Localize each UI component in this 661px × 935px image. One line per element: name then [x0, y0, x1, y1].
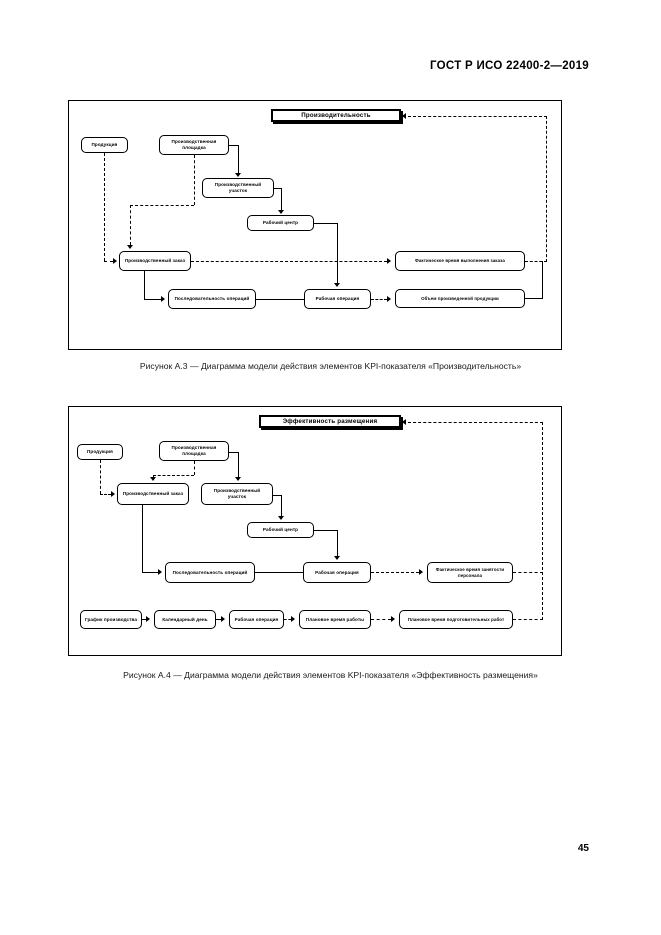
node-production-order: Производственный заказ — [119, 251, 191, 271]
connector-product-order-h — [100, 494, 111, 495]
connector-seq-op-h — [255, 572, 303, 573]
node-work-operation-bottom: Рабочая операция — [229, 610, 284, 629]
arrow-day-op — [221, 616, 225, 622]
connector-order-seq-v — [142, 505, 143, 572]
connector-seq-op-h — [256, 299, 304, 300]
connector-site-area-h — [229, 452, 238, 453]
connector-order-seq-v — [144, 271, 145, 299]
connector-product-order-v — [104, 153, 105, 261]
connector-wc-op-h — [314, 223, 338, 224]
node-production-area: Производственный участок — [201, 483, 273, 505]
connector-wc-op-h — [314, 530, 338, 531]
connector-product-order-h — [104, 261, 113, 262]
figure-a3-caption: Рисунок А.3 — Диаграмма модели действия … — [139, 361, 522, 371]
node-actual-order-time: Фактическое время выполнения заказа — [395, 251, 525, 271]
arrow-area-wc — [278, 516, 284, 520]
node-calendar-day: Календарный день — [154, 610, 216, 629]
connector-sched-day-h — [142, 619, 146, 620]
node-production-site: Производственная площадка — [159, 441, 229, 461]
connector-bus-time-h — [525, 261, 547, 262]
node-operation-sequence: Последовательность операций — [165, 562, 255, 583]
arrow-site-order — [127, 245, 133, 249]
arrow-order-seq — [161, 296, 165, 302]
arrow-product-order — [113, 258, 117, 264]
connector-site-area-h — [229, 145, 238, 146]
arrow-site-order — [150, 477, 156, 481]
arrow-bus-title — [402, 419, 406, 425]
page-number: 45 — [577, 843, 589, 854]
arrow-op-volume — [387, 296, 391, 302]
connector-wc-op-v — [337, 530, 338, 557]
arrow-wc-op — [334, 283, 340, 287]
arrow-order-time — [387, 258, 391, 264]
figure-a3-frame: Производительность Продукция Производств… — [68, 100, 562, 350]
connector-bus-setup-h — [513, 619, 543, 620]
connector-op-personnel-h — [371, 572, 419, 573]
arrow-area-wc — [278, 210, 284, 214]
figure-a4-caption: Рисунок А.4 — Диаграмма модели действия … — [123, 670, 538, 680]
connector-order-seq-h — [142, 572, 158, 573]
arrow-product-order — [111, 491, 115, 497]
connector-site-area-v — [238, 145, 239, 174]
arrow-wc-op — [334, 556, 340, 560]
arrow-bus-title — [402, 113, 406, 119]
node-production-site: Производственная площадка — [159, 135, 229, 155]
connector-site-order-v1 — [194, 461, 195, 475]
connector-order-seq-h — [144, 299, 161, 300]
figure-a4-frame: Эффективность размещения Продукция Произ… — [68, 406, 562, 656]
connector-bus-v — [542, 422, 543, 620]
arrow-site-area — [235, 477, 241, 481]
node-production-schedule: График производства — [80, 610, 142, 629]
connector-bus-to-title-h — [408, 116, 547, 117]
connector-bus-volume-h — [525, 298, 543, 299]
connector-area-wc-h — [274, 188, 281, 189]
connector-site-order-v1 — [194, 155, 195, 205]
connector-product-order-v — [100, 460, 101, 494]
document-header: ГОСТ Р ИСО 22400-2—2019 — [429, 60, 589, 72]
node-planned-setup-time: Плановое время подготовительных работ — [399, 610, 513, 629]
node-produced-volume: Объем произведенной продукции — [395, 289, 525, 308]
node-product: Продукция — [81, 137, 128, 153]
node-placement-efficiency-title: Эффективность размещения — [259, 415, 401, 428]
node-work-operation: Рабочая операция — [303, 562, 371, 583]
connector-op-volume-h — [371, 299, 387, 300]
node-production-area: Производственный участок — [202, 178, 274, 198]
node-actual-personnel-time: Фактическое время занятости персонала — [427, 562, 513, 583]
arrow-order-seq — [158, 569, 162, 575]
arrow-op-planned — [291, 616, 295, 622]
arrow-op-personnel — [419, 569, 423, 575]
connector-planned-setup-h — [371, 619, 391, 620]
node-planned-work-time: Плановое время работы — [299, 610, 371, 629]
node-productivity-title: Производительность — [271, 109, 401, 122]
connector-bus-personnel-h — [513, 572, 543, 573]
connector-day-op-h — [216, 619, 221, 620]
connector-area-wc-v — [281, 495, 282, 517]
connector-bus-to-title-h — [408, 422, 543, 423]
connector-area-wc-h — [273, 495, 281, 496]
node-work-operation: Рабочая операция — [304, 289, 371, 309]
node-product: Продукция — [77, 444, 123, 460]
figure-a3-diagram: Производительность Продукция Производств… — [69, 101, 561, 349]
node-work-center: Рабочий центр — [247, 522, 314, 538]
figure-a4-diagram: Эффективность размещения Продукция Произ… — [69, 407, 561, 655]
connector-bus-v-upper — [546, 116, 547, 262]
node-operation-sequence: Последовательность операций — [168, 289, 256, 309]
connector-site-order-h — [130, 205, 194, 206]
connector-site-area-v — [238, 452, 239, 478]
connector-op-planned-h — [284, 619, 291, 620]
connector-site-order-h — [153, 475, 194, 476]
connector-order-time-h — [191, 261, 387, 262]
connector-wc-op-v — [337, 223, 338, 283]
arrow-sched-day — [146, 616, 150, 622]
node-production-order: Производственный заказ — [117, 483, 189, 505]
connector-site-order-v2 — [130, 205, 131, 245]
node-work-center: Рабочий центр — [247, 215, 314, 231]
connector-bus-v-lower — [542, 261, 543, 299]
connector-area-wc-v — [281, 188, 282, 210]
arrow-planned-setup — [391, 616, 395, 622]
arrow-site-area — [235, 173, 241, 177]
